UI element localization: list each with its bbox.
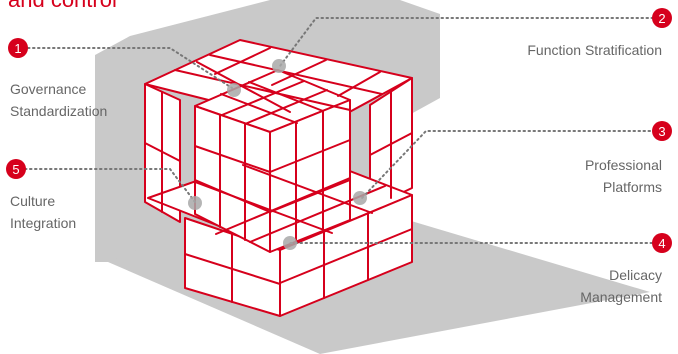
callout-label-2: Function Stratification: [527, 39, 662, 61]
callout-label-1: Governance Standardization: [10, 78, 107, 122]
callout-label-4: Delicacy Management: [580, 264, 662, 308]
callout-label-3-line-2: Platforms: [602, 179, 662, 195]
callout-label-3-line-1: Professional: [584, 157, 662, 173]
diagram-title: and control: [8, 0, 117, 12]
badge-5-number: 5: [12, 162, 19, 177]
target-dot-5: [188, 196, 202, 210]
callout-label-5-line-1: Culture: [10, 193, 56, 209]
badge-3-number: 3: [658, 124, 665, 139]
badge-1-number: 1: [14, 41, 21, 56]
callout-label-4-line-1: Delicacy: [609, 267, 662, 283]
target-dot-4: [283, 236, 297, 250]
target-dot-2: [272, 59, 286, 73]
badge-2-number: 2: [658, 11, 665, 26]
badge-2: 2: [652, 8, 672, 28]
badge-3: 3: [652, 121, 672, 141]
badge-1: 1: [8, 38, 28, 58]
callout-label-4-line-2: Management: [580, 289, 662, 305]
leader-line-1: [27, 47, 233, 89]
leader-line-2: [279, 17, 659, 67]
callout-label-1-line-1: Governance: [10, 81, 87, 97]
callout-label-2-line-1: Function Stratification: [527, 42, 662, 58]
callout-label-5-line-2: Integration: [10, 215, 77, 231]
badge-5: 5: [6, 159, 26, 179]
target-dot-3: [353, 191, 367, 205]
callout-label-1-line-2: Standardization: [10, 103, 108, 119]
callout-label-5: Culture Integration: [10, 190, 76, 234]
badge-4-number: 4: [658, 236, 665, 251]
leader-line-5: [24, 168, 196, 203]
badge-4: 4: [652, 233, 672, 253]
leader-line-3: [361, 130, 656, 199]
callout-label-3: Professional Platforms: [585, 154, 662, 198]
target-dot-1: [227, 83, 241, 97]
